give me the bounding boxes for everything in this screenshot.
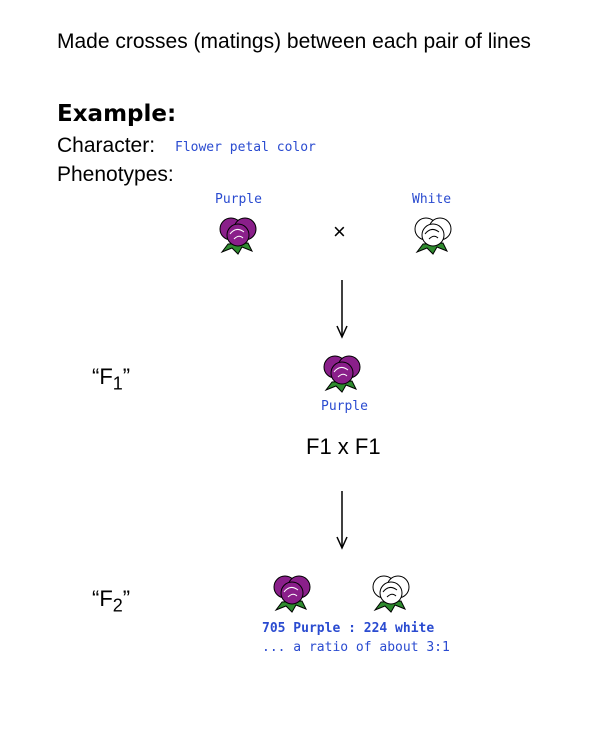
cross-symbol: × [333, 219, 346, 244]
parent-purple-label: Purple [215, 192, 262, 207]
f2-label: “F2” [92, 586, 131, 616]
white-flower-icon [414, 217, 452, 255]
character-label: Character: [57, 134, 156, 157]
arrow-down-icon-2 [336, 491, 348, 550]
purple-flower-icon [219, 217, 257, 255]
slide-heading: Made crosses (matings) between each pair… [57, 30, 531, 53]
f1-purple-flower-icon [323, 355, 361, 393]
parent-white-label: White [412, 192, 452, 207]
f1-cross-label: F1 x F1 [306, 434, 381, 459]
phenotypes-label: Phenotypes: [57, 163, 174, 186]
f1-label: “F1” [92, 364, 131, 394]
f2-result-text: 705 Purple : 224 white [262, 621, 435, 636]
f2-white-flower-icon [372, 575, 410, 613]
character-value: Flower petal color [175, 140, 316, 155]
f1-purple-label: Purple [321, 399, 368, 414]
example-label: Example: [57, 101, 177, 127]
arrow-down-icon [336, 280, 348, 339]
f2-ratio-text: ... a ratio of about 3:1 [262, 640, 450, 655]
f2-purple-flower-icon [273, 575, 311, 613]
